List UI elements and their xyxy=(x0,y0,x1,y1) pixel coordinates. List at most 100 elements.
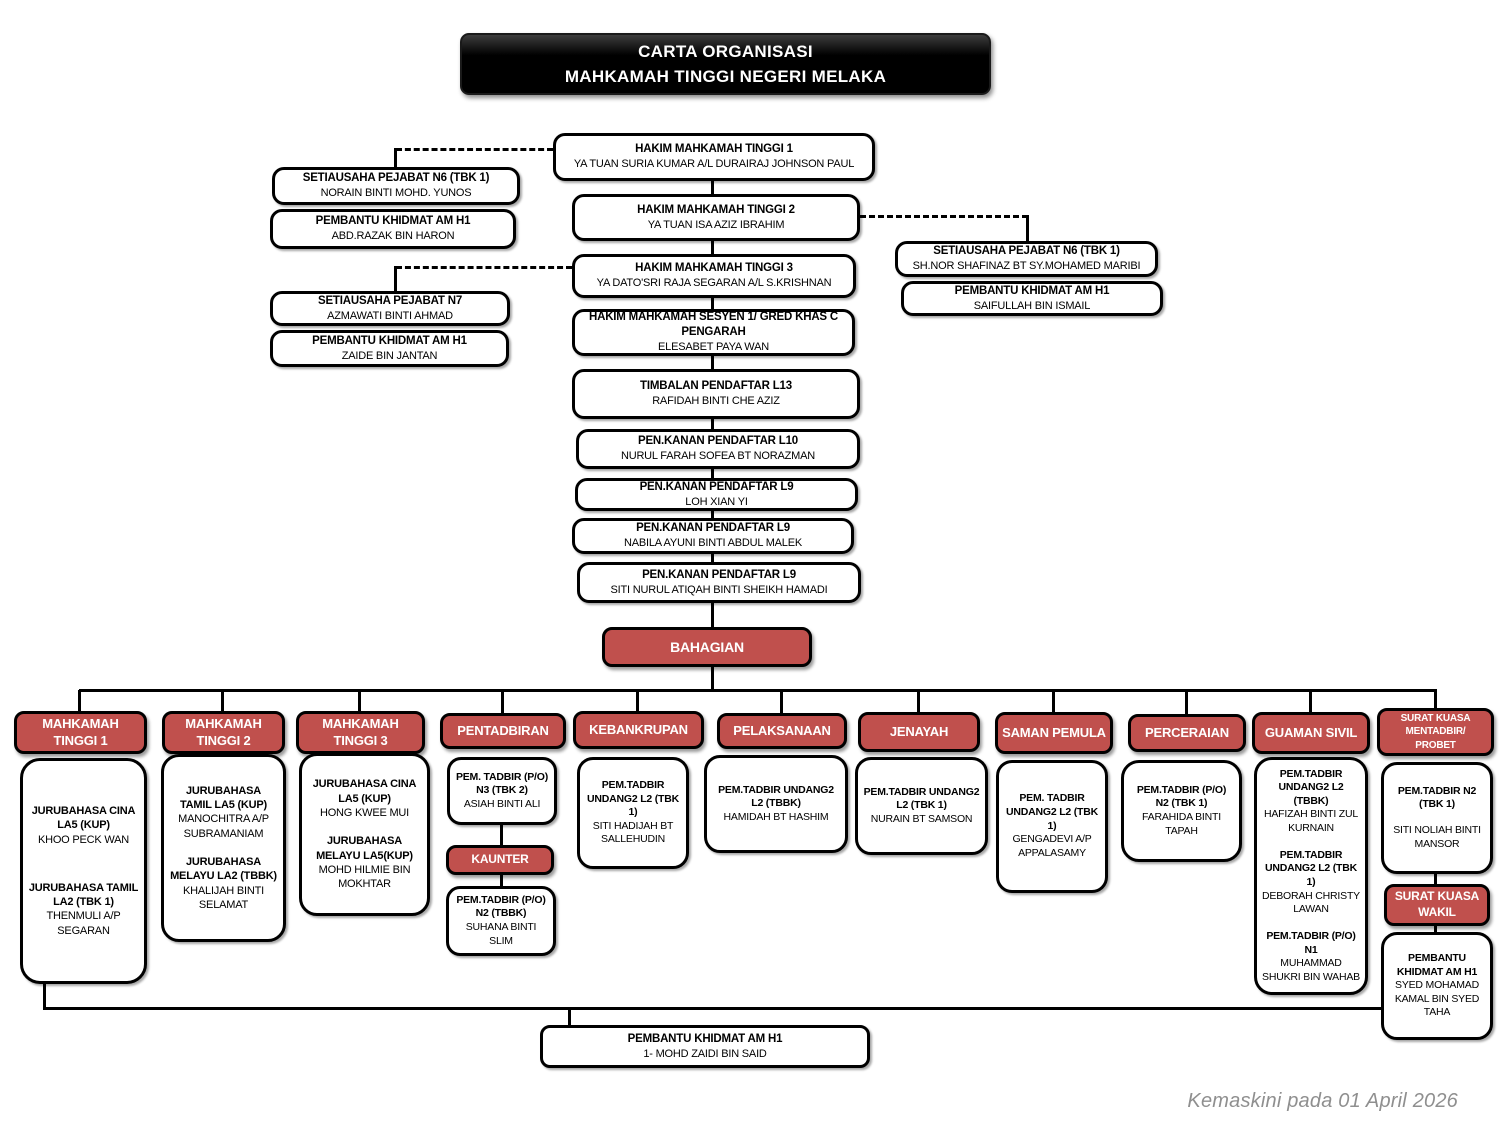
staff-entry: PEM.TADBIR UNDANG2 L2 (TBK 1) DEBORAH CH… xyxy=(1262,849,1360,917)
dept-header-pelaksanaan: PELAKSANAAN xyxy=(717,713,847,749)
person-name: 1- MOHD ZAIDI BIN SAID xyxy=(643,1047,767,1060)
side-box-setiausaha-n6-right: SETIAUSAHA PEJABAT N6 (TBK 1) SH.NOR SHA… xyxy=(895,241,1158,277)
dept-header-mahkamah-tinggi-3: MAHKAMAH TINGGI 3 xyxy=(296,711,425,754)
chain-box-timbalan-pendaftar: TIMBALAN PENDAFTAR L13 RAFIDAH BINTI CHE… xyxy=(572,369,860,419)
position-title: TIMBALAN PENDAFTAR L13 xyxy=(640,380,792,393)
staff-title: PEM.TADBIR UNDANG2 L2 (TBK 1) xyxy=(586,778,680,819)
staff-title: JURUBAHASA TAMIL LA5 (KUP) xyxy=(179,784,268,812)
last-updated-note: Kemaskini pada 01 April 2026 xyxy=(1187,1090,1458,1112)
surat-kuasa-wakil-box: SURAT KUASA WAKIL xyxy=(1384,884,1490,926)
position-title: PEMBANTU KHIDMAT AM H1 xyxy=(312,334,467,347)
staff-entry: JURUBAHASA TAMIL LA2 (TBK 1) THENMULI A/… xyxy=(28,881,139,938)
staff-entry: PEM. TADBIR (P/O) N3 (TBK 2) ASIAH BINTI… xyxy=(455,771,549,812)
person-name: RAFIDAH BINTI CHE AZIZ xyxy=(652,395,780,408)
person-name: NURUL FARAH SOFEA BT NORAZMAN xyxy=(620,450,816,463)
position-title: PEMBANTU KHIDMAT AM H1 xyxy=(954,284,1110,297)
dept-staff-kebankrupan: PEM.TADBIR UNDANG2 L2 (TBK 1) SITI HADIJ… xyxy=(577,757,689,869)
connector-bottom-bus xyxy=(43,1007,1383,1010)
connector-stub xyxy=(1052,690,1055,713)
connector-bus xyxy=(79,689,1437,692)
staff-title: PEM.TADBIR UNDANG2 L2 (TBBK) xyxy=(718,783,834,810)
connector-stub xyxy=(1309,690,1312,713)
person-name: AZMAWATI BINTI AHMAD xyxy=(327,309,453,322)
person-name: YA TUAN SURIA KUMAR A/L DURAIRAJ JOHNSON… xyxy=(573,158,855,171)
person-name: YA TUAN ISA AZIZ IBRAHIM xyxy=(647,218,785,231)
dept-staff-mahkamah-tinggi-3: JURUBAHASA CINA LA5 (KUP) HONG KWEE MUI … xyxy=(299,753,430,916)
dept-header-saman-pemula: SAMAN PEMULA xyxy=(995,712,1113,754)
dept-header-jenayah: JENAYAH xyxy=(858,712,980,752)
staff-entry: PEM. TADBIR UNDANG2 L2 (TBK 1) GENGADEVI… xyxy=(1004,792,1100,860)
staff-entry: PEM.TADBIR UNDANG2 L2 (TBK 1) SITI HADIJ… xyxy=(585,779,681,847)
staff-entry: PEM.TADBIR UNDANG2 L2 (TBBK) HAFIZAH BIN… xyxy=(1262,768,1360,836)
connector-pentadbiran-2 xyxy=(500,873,503,889)
connector-pentadbiran-1 xyxy=(500,823,503,848)
staff-name: MANOCHITRA A/P SUBRAMANIAM xyxy=(178,813,269,840)
connector-dashed-hakim3 xyxy=(396,266,572,269)
dept-staff-jenayah: PEM.TADBIR UNDANG2 L2 (TBK 1) NURAIN BT … xyxy=(855,757,988,855)
position-title: SETIAUSAHA PEJABAT N7 xyxy=(317,294,463,307)
staff-title: JURUBAHASA MELAYU LA5(KUP) xyxy=(316,835,413,862)
person-name: NORAIN BINTI MOHD. YUNOS xyxy=(320,187,472,200)
connector-bottom-stub xyxy=(568,1007,571,1027)
connector-bottom-left xyxy=(43,984,46,1010)
staff-name: SUHANA BINTI SLIM xyxy=(465,921,537,947)
staff-name: HAFIZAH BINTI ZUL KURNAIN xyxy=(1263,808,1359,835)
staff-entry: PEM.TADBIR (P/O) N2 (TBK 1) FARAHIDA BIN… xyxy=(1129,784,1234,839)
staff-title: PEM. TADBIR UNDANG2 L2 (TBK 1) xyxy=(1005,792,1099,832)
dept-header-mahkamah-tinggi-1: MAHKAMAH TINGGI 1 xyxy=(14,711,147,754)
dept-header-mahkamah-tinggi-2: MAHKAMAH TINGGI 2 xyxy=(162,711,285,754)
position-title: PEN.KANAN PENDAFTAR L9 xyxy=(642,568,796,581)
staff-title: PEMBANTU KHIDMAT AM H1 xyxy=(1396,951,1478,978)
staff-entry: JURUBAHASA CINA LA5 (KUP) KHOO PECK WAN xyxy=(28,804,139,847)
position-title: PEN.KANAN PENDAFTAR L9 xyxy=(636,522,790,535)
kaunter-staff-box: PEM.TADBIR (P/O) N2 (TBBK) SUHANA BINTI … xyxy=(446,886,556,956)
dept-staff-perceraian: PEM.TADBIR (P/O) N2 (TBK 1) FARAHIDA BIN… xyxy=(1121,760,1242,862)
staff-name: SITI NOLIAH BINTI MANSOR xyxy=(1393,824,1481,850)
dept-staff-guaman-sivil: PEM.TADBIR UNDANG2 L2 (TBBK) HAFIZAH BIN… xyxy=(1254,757,1368,995)
staff-name: DEBORAH CHRISTY LAWAN xyxy=(1262,889,1360,916)
person-name: ELESABET PAYA WAN xyxy=(658,341,769,354)
position-title: SETIAUSAHA PEJABAT N6 (TBK 1) xyxy=(302,172,490,185)
staff-entry: JURUBAHASA MELAYU LA5(KUP) MOHD HILMIE B… xyxy=(307,834,422,891)
chain-box-hakim-sesyen: HAKIM MAHKAMAH SESYEN 1/ GRED KHAS C PEN… xyxy=(572,309,855,356)
person-name: SITI NURUL ATIQAH BINTI SHEIKH HAMADI xyxy=(610,583,828,596)
position-title: PEN.KANAN PENDAFTAR L10 xyxy=(637,435,799,448)
chain-box-hakim-tinggi-2: HAKIM MAHKAMAH TINGGI 2 YA TUAN ISA AZIZ… xyxy=(572,194,860,241)
position-title: PEMBANTU KHIDMAT AM H1 xyxy=(627,1032,783,1045)
staff-entry: PEM.TADBIR N2 (TBK 1) SITI NOLIAH BINTI … xyxy=(1389,785,1485,852)
staff-entry: JURUBAHASA MELAYU LA2 (TBBK) KHALIJAH BI… xyxy=(169,855,278,912)
chart-title: CARTA ORGANISASI MAHKAMAH TINGGI NEGERI … xyxy=(460,33,991,95)
connector-stub xyxy=(78,690,81,712)
staff-entry: JURUBAHASA CINA LA5 (KUP) HONG KWEE MUI xyxy=(307,777,422,820)
chart-title-line1: CARTA ORGANISASI xyxy=(638,41,813,61)
staff-name: HONG KWEE MUI xyxy=(319,807,410,820)
dept-staff-pentadbiran: PEM. TADBIR (P/O) N3 (TBK 2) ASIAH BINTI… xyxy=(447,757,557,825)
staff-name: ASIAH BINTI ALI xyxy=(463,797,541,810)
connector-dashed-hakim1 xyxy=(396,148,553,151)
chart-title-line2: MAHKAMAH TINGGI NEGERI MELAKA xyxy=(564,67,887,86)
connector-left-stub-1 xyxy=(394,148,397,170)
staff-name: KHOO PECK WAN xyxy=(37,833,130,846)
position-title: HAKIM MAHKAMAH TINGGI 3 xyxy=(635,262,793,275)
staff-entry: PEM.TADBIR (P/O) N1 MUHAMMAD SHUKRI BIN … xyxy=(1262,930,1360,985)
side-box-setiausaha-n7: SETIAUSAHA PEJABAT N7 AZMAWATI BINTI AHM… xyxy=(270,291,510,326)
dept-staff-surat-kuasa: PEM.TADBIR N2 (TBK 1) SITI NOLIAH BINTI … xyxy=(1381,762,1493,874)
staff-title: PEM.TADBIR UNDANG2 L2 (TBK 1) xyxy=(1264,848,1358,888)
position-title: SETIAUSAHA PEJABAT N6 (TBK 1) xyxy=(933,245,1120,258)
chain-box-pen-kanan-l9-a: PEN.KANAN PENDAFTAR L9 LOH XIAN YI xyxy=(575,478,858,511)
staff-title: PEM.TADBIR (P/O) N2 (TBK 1) xyxy=(1136,783,1227,810)
staff-name: GENGADEVI A/P APPALASAMY xyxy=(1012,833,1092,859)
staff-name: KHALIJAH BINTI SELAMAT xyxy=(183,884,264,911)
dept-header-guaman-sivil: GUAMAN SIVIL xyxy=(1252,712,1370,754)
person-name: NABILA AYUNI BINTI ABDUL MALEK xyxy=(623,537,802,550)
staff-name: THENMULI A/P SEGARAN xyxy=(46,910,121,937)
staff-entry: PEMBANTU KHIDMAT AM H1 SYED MOHAMAD KAMA… xyxy=(1389,952,1485,1020)
staff-title: JURUBAHASA CINA LA5 (KUP) xyxy=(312,778,417,805)
connector-stub xyxy=(917,690,920,713)
connector-stub xyxy=(1434,690,1437,709)
side-box-pembantu-right: PEMBANTU KHIDMAT AM H1 SAIFULLAH BIN ISM… xyxy=(901,281,1163,316)
connector-right-stub xyxy=(1026,215,1029,244)
position-title: HAKIM MAHKAMAH TINGGI 1 xyxy=(635,143,793,156)
side-box-pembantu-left-1: PEMBANTU KHIDMAT AM H1 ABD.RAZAK BIN HAR… xyxy=(270,209,516,249)
connector-stub xyxy=(1185,690,1188,715)
